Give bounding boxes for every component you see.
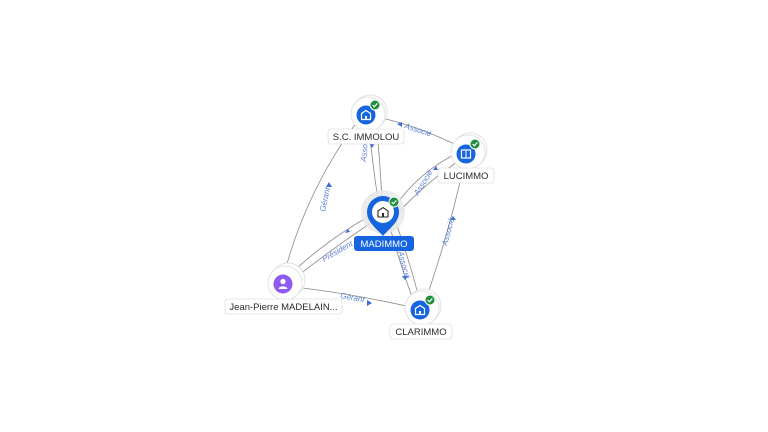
building-icon [456, 144, 476, 164]
node-lucimmo[interactable]: LUCIMMO [437, 132, 495, 184]
edge-label-person-clarimmo: Gérant [340, 291, 366, 304]
building-icon [377, 206, 389, 218]
node-clarimmo[interactable]: CLARIMMO [389, 288, 453, 340]
node-label-clarimmo: CLARIMMO [395, 327, 446, 338]
check-badge-icon [388, 196, 400, 208]
edge-label-clarimmo-lucimmo: Associé [440, 217, 456, 248]
edge-label-person-immolou: Gérant [318, 186, 332, 213]
edge-label-person-madimmo: Président [321, 239, 355, 264]
arrow-person-clarimmo [367, 300, 372, 306]
edge-label-immolou-madimmo: Associé [359, 133, 371, 163]
person-icon [273, 274, 293, 294]
node-label-person: Jean-Pierre MADELAIN... [229, 302, 337, 313]
arrow-clarimmo-lucimmo [450, 216, 456, 220]
building-icon [410, 300, 430, 320]
arrow-lucimmo-immolou [397, 122, 402, 127]
edge-label-lucimmo-immolou: Associé [402, 121, 433, 139]
node-madimmo[interactable]: MADIMMO [354, 190, 414, 251]
node-label-immolou: S.C. IMMOLOU [333, 132, 400, 143]
arrow-person-madimmo [345, 229, 350, 233]
check-badge-icon [424, 294, 436, 306]
node-label-madimmo: MADIMMO [361, 239, 408, 250]
check-badge-icon [369, 99, 381, 111]
node-immolou[interactable]: S.C. IMMOLOU [327, 94, 405, 145]
arrow-madimmo-clarimmo [402, 276, 408, 280]
node-label-lucimmo: LUCIMMO [444, 171, 489, 182]
check-badge-icon [469, 138, 481, 150]
node-person[interactable]: Jean-Pierre MADELAIN... [224, 262, 343, 315]
arrow-person-immolou [326, 182, 332, 187]
arrow-madimmo-lucimmo [433, 166, 438, 170]
building-icon [356, 105, 376, 125]
